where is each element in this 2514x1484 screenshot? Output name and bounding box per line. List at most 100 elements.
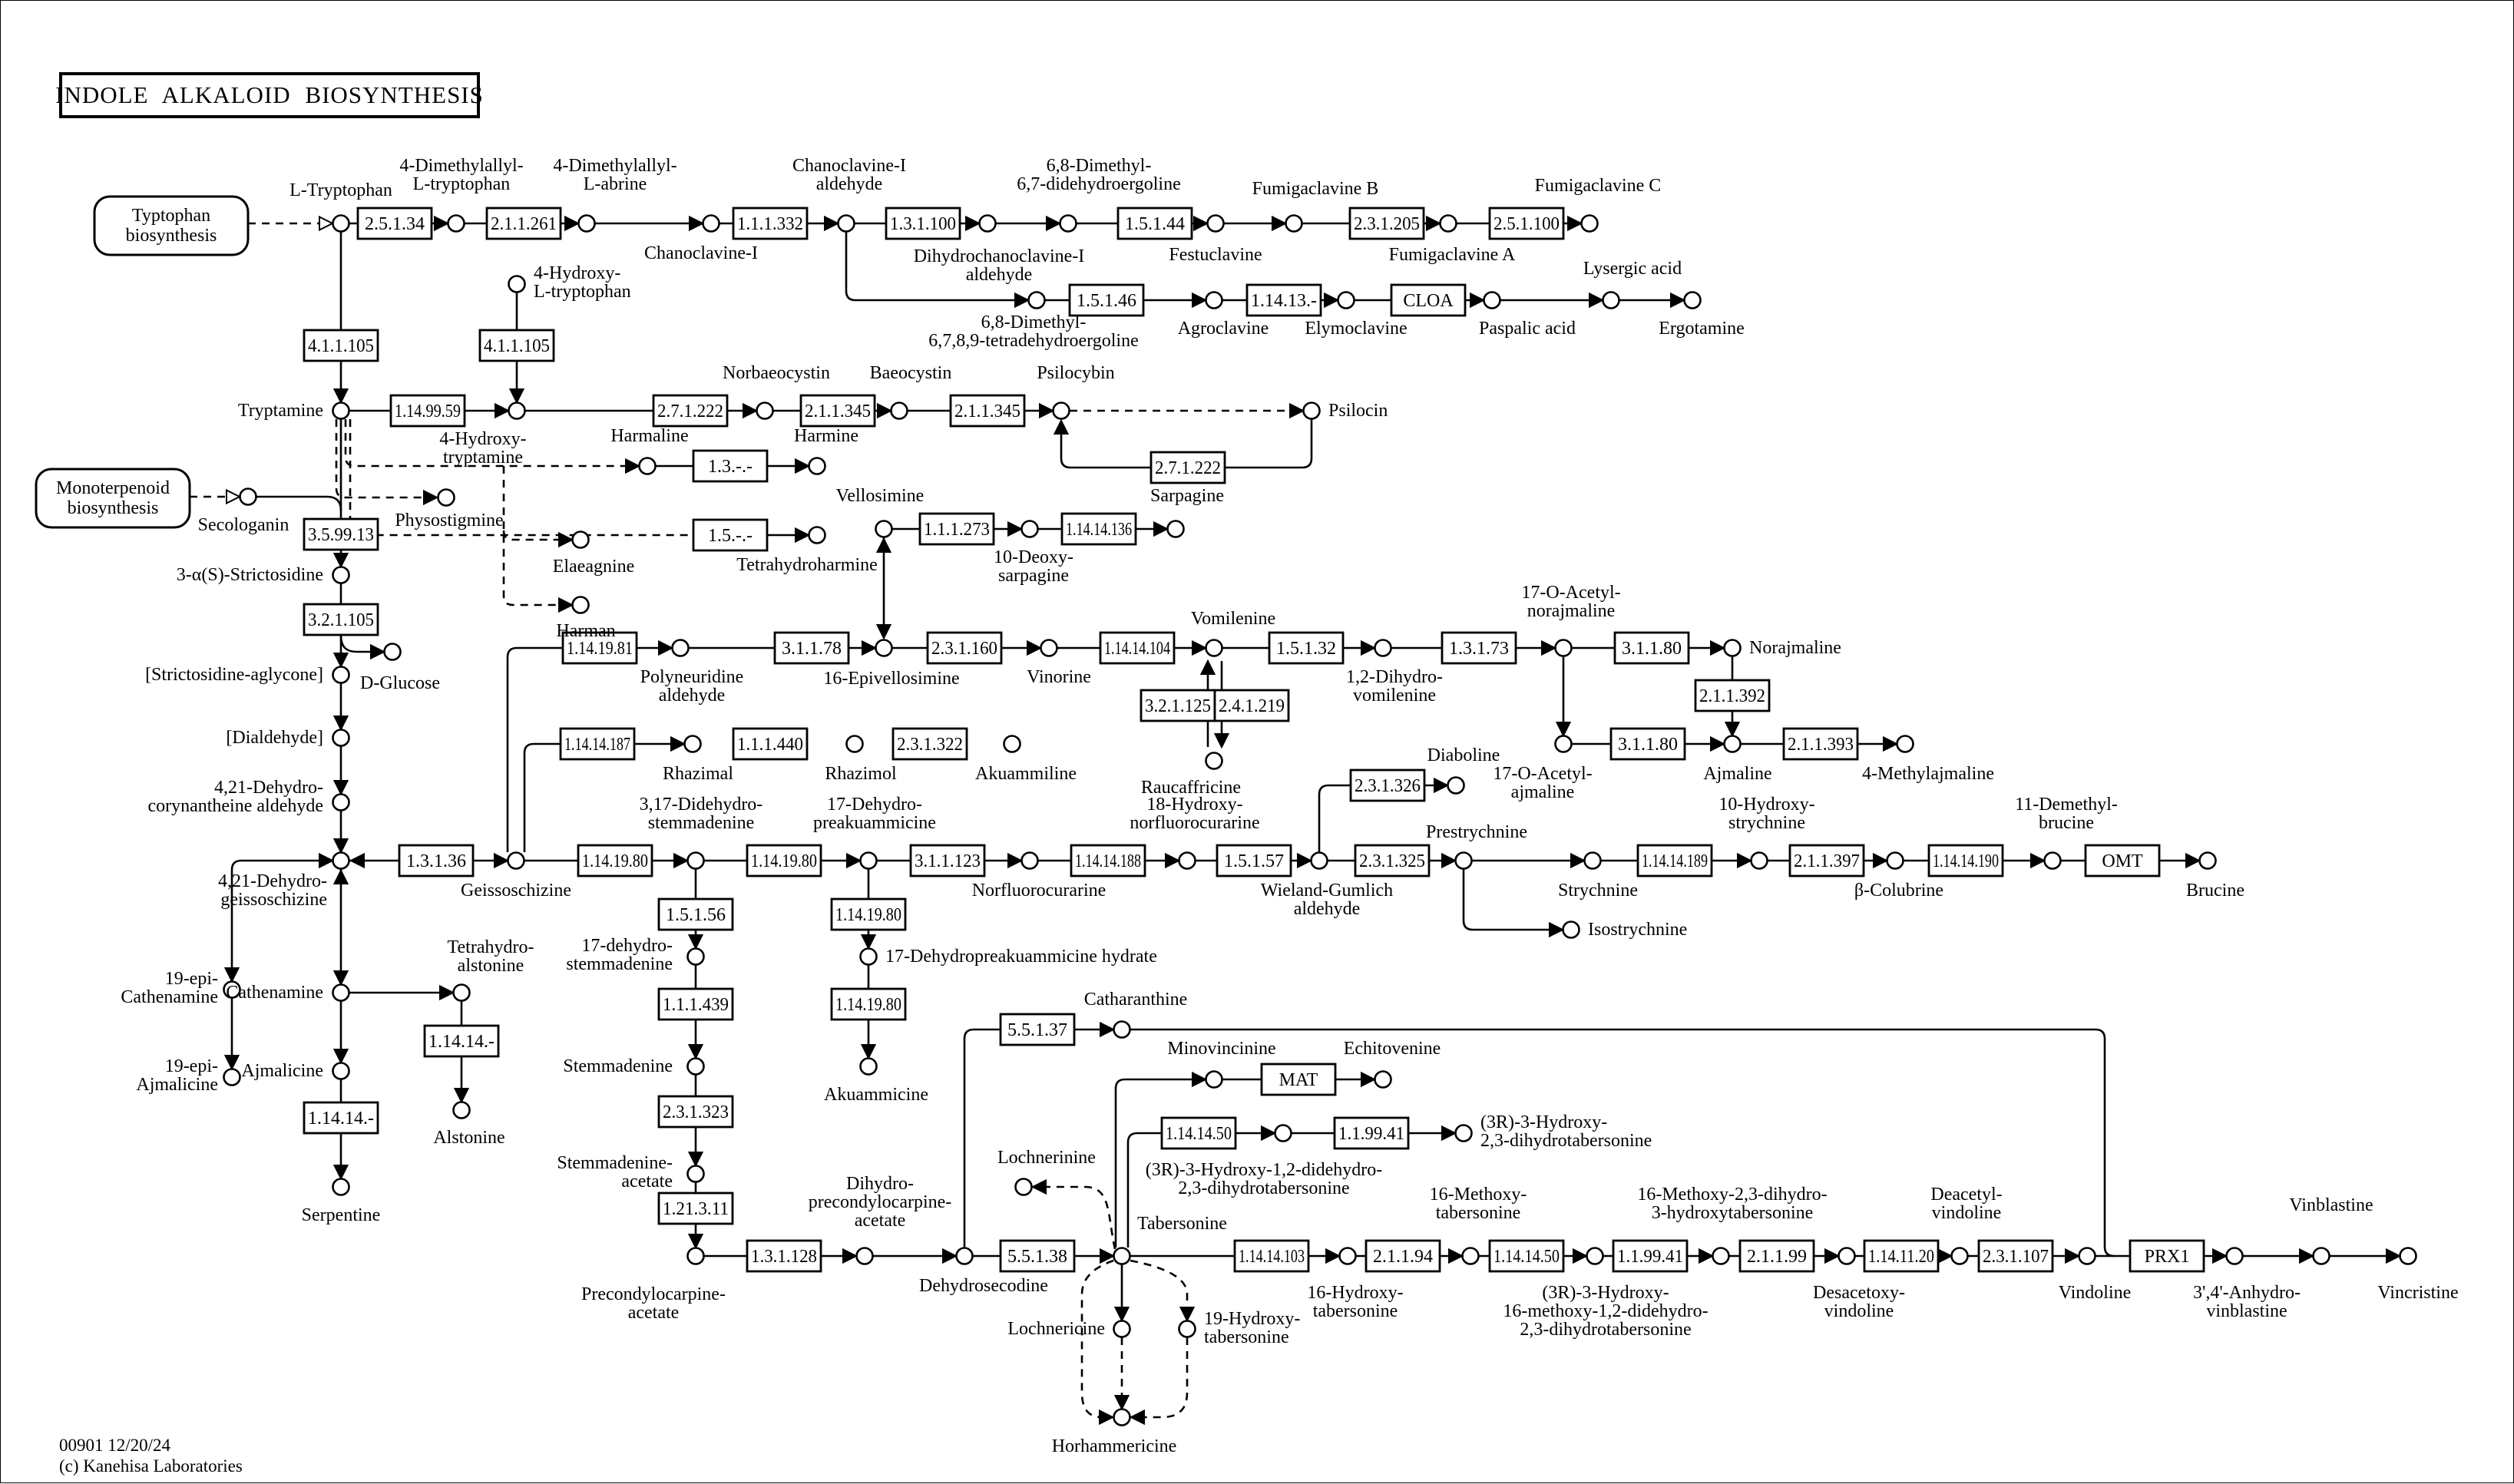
compound-node[interactable] (1562, 920, 1580, 939)
compound-node[interactable] (332, 1178, 350, 1196)
enzyme-box-1.1.1.440[interactable] (732, 727, 809, 761)
enzyme-box-1.14.14.50[interactable] (1160, 1116, 1237, 1150)
compound-node[interactable] (1338, 1247, 1357, 1265)
enzyme-box-1.14.14.103[interactable] (1233, 1239, 1310, 1273)
compound-node[interactable] (1454, 851, 1473, 870)
compound-node[interactable] (1723, 639, 1742, 657)
compound-node[interactable] (686, 1165, 705, 1183)
enzyme-box-2.1.1.393[interactable] (1782, 727, 1859, 761)
enzyme-box-1.1.99.41[interactable] (1612, 1239, 1689, 1273)
enzyme-box-1.14.19.80[interactable] (577, 844, 653, 878)
compound-node[interactable] (686, 1057, 705, 1076)
enzyme-box-1.14.19.81[interactable] (561, 631, 638, 665)
compound-node[interactable] (2078, 1247, 2096, 1265)
enzyme-box-1.14.14.187[interactable] (559, 727, 636, 761)
enzyme-box-OMT[interactable] (2084, 844, 2161, 878)
compound-node[interactable] (1059, 214, 1077, 233)
compound-node[interactable] (1750, 851, 1768, 870)
enzyme-box-1.14.11.20[interactable] (1863, 1239, 1940, 1273)
pathway-link-box[interactable] (93, 195, 250, 256)
compound-node[interactable] (508, 275, 526, 293)
compound-node[interactable] (1454, 1124, 1473, 1142)
enzyme-box-5.5.1.37[interactable] (999, 1013, 1076, 1046)
compound-node[interactable] (756, 402, 774, 420)
enzyme-box-1.3.-.-[interactable] (692, 449, 769, 483)
compound-node[interactable] (955, 1247, 974, 1265)
enzyme-box-2.7.1.222[interactable] (1149, 451, 1226, 484)
compound-node[interactable] (1205, 639, 1223, 657)
compound-node[interactable] (452, 1101, 471, 1119)
enzyme-box-1.14.19.80[interactable] (830, 897, 907, 931)
enzyme-box-1.5.1.46[interactable] (1068, 283, 1145, 317)
enzyme-box-CLOA[interactable] (1390, 283, 1467, 317)
compound-node[interactable] (1113, 1247, 1131, 1265)
compound-node[interactable] (1896, 735, 1914, 753)
compound-node[interactable] (683, 735, 702, 753)
enzyme-box-2.3.1.323[interactable] (657, 1095, 734, 1129)
compound-node[interactable] (223, 980, 241, 999)
enzyme-box-MAT[interactable] (1260, 1063, 1337, 1096)
enzyme-box-1.21.3.11[interactable] (657, 1191, 734, 1225)
enzyme-box-1.14.14.104[interactable] (1099, 631, 1176, 665)
enzyme-box-3.1.1.78[interactable] (773, 631, 850, 665)
compound-node[interactable] (1052, 402, 1070, 420)
enzyme-box-1.5.1.57[interactable] (1216, 844, 1292, 878)
compound-node[interactable] (890, 402, 908, 420)
compound-node[interactable] (239, 488, 257, 506)
enzyme-box-2.1.1.397[interactable] (1788, 844, 1865, 878)
enzyme-box-3.2.1.105[interactable] (303, 603, 379, 636)
enzyme-box-1.5.1.32[interactable] (1268, 631, 1345, 665)
compound-node[interactable] (1723, 735, 1742, 753)
enzyme-box-1.14.14.-[interactable] (423, 1024, 500, 1058)
compound-node[interactable] (1461, 1247, 1480, 1265)
enzyme-box-2.5.1.100[interactable] (1488, 207, 1565, 240)
compound-node[interactable] (1113, 1408, 1131, 1426)
enzyme-box-1.1.1.273[interactable] (918, 512, 995, 546)
enzyme-box-1.14.14.189[interactable] (1636, 844, 1713, 878)
compound-node[interactable] (671, 639, 690, 657)
enzyme-box-1.14.14.188[interactable] (1070, 844, 1146, 878)
compound-node[interactable] (2198, 851, 2217, 870)
enzyme-box-2.3.1.322[interactable] (891, 727, 968, 761)
enzyme-box-1.1.1.332[interactable] (732, 207, 809, 240)
enzyme-box-3.5.99.13[interactable] (303, 517, 379, 551)
compound-node[interactable] (1274, 1124, 1292, 1142)
compound-node[interactable] (332, 851, 350, 870)
enzyme-box-3.2.1.125[interactable] (1140, 689, 1216, 722)
enzyme-box-2.1.1.94[interactable] (1365, 1239, 1441, 1273)
enzyme-box-1.3.1.100[interactable] (885, 207, 961, 240)
compound-node[interactable] (2399, 1247, 2417, 1265)
compound-node[interactable] (332, 214, 350, 233)
compound-node[interactable] (1374, 1070, 1392, 1089)
enzyme-box-1.3.1.36[interactable] (398, 844, 475, 878)
compound-node[interactable] (1003, 735, 1021, 753)
compound-node[interactable] (855, 1247, 874, 1265)
compound-node[interactable] (1554, 735, 1573, 753)
compound-node[interactable] (859, 1057, 878, 1076)
compound-node[interactable] (332, 402, 350, 420)
compound-node[interactable] (1712, 1247, 1730, 1265)
compound-node[interactable] (808, 526, 826, 544)
compound-node[interactable] (1205, 291, 1223, 309)
compound-node[interactable] (859, 851, 878, 870)
compound-node[interactable] (332, 1062, 350, 1080)
compound-node[interactable] (223, 1068, 241, 1086)
enzyme-box-1.14.14.136[interactable] (1060, 512, 1137, 546)
enzyme-box-4.1.1.105[interactable] (478, 329, 555, 362)
compound-node[interactable] (1178, 1320, 1196, 1338)
compound-node[interactable] (332, 566, 350, 584)
compound-node[interactable] (332, 793, 350, 811)
compound-node[interactable] (1020, 851, 1039, 870)
enzyme-box-2.1.1.345[interactable] (799, 394, 876, 428)
enzyme-box-1.1.99.41[interactable] (1333, 1116, 1410, 1150)
compound-node[interactable] (638, 457, 657, 475)
enzyme-box-4.1.1.105[interactable] (303, 329, 379, 362)
enzyme-box-1.14.14.190[interactable] (1927, 844, 2004, 878)
compound-node[interactable] (1583, 851, 1602, 870)
enzyme-box-2.1.1.345[interactable] (949, 394, 1026, 428)
enzyme-box-1.3.1.128[interactable] (746, 1239, 822, 1273)
compound-node[interactable] (859, 947, 878, 966)
compound-node[interactable] (1206, 214, 1225, 233)
compound-node[interactable] (686, 1247, 705, 1265)
compound-node[interactable] (1439, 214, 1457, 233)
